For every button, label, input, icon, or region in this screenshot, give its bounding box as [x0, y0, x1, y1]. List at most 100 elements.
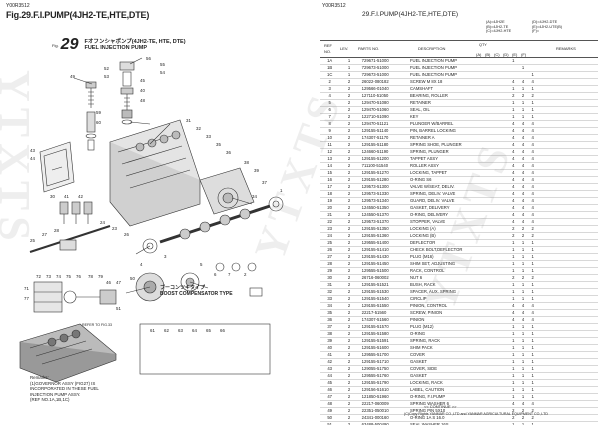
table-cell	[508, 71, 519, 79]
table-cell	[537, 351, 548, 359]
table-cell	[547, 246, 557, 254]
table-cell-remarks	[566, 134, 598, 142]
table-cell: 2	[339, 407, 359, 415]
table-cell: 2	[339, 78, 359, 86]
table-cell: 4	[508, 78, 519, 86]
table-cell: 2	[339, 267, 359, 275]
table-cell: 127110-51050	[358, 92, 407, 100]
table-cell	[537, 393, 548, 401]
table-cell	[537, 246, 548, 254]
table-cell: 24	[320, 232, 340, 240]
table-cell: 1	[518, 372, 528, 380]
table-cell: 1	[508, 344, 519, 352]
table-cell: 2	[339, 358, 359, 366]
table-cell-remarks	[566, 218, 598, 226]
table-cell: SPRING SHOE, PLUNGER	[407, 141, 509, 149]
table-cell	[537, 162, 548, 170]
table-cell: 1	[518, 358, 528, 366]
table-cell: 129573-51300	[358, 183, 407, 191]
table-cell: 124660-51190	[358, 148, 407, 156]
table-cell	[547, 281, 557, 289]
table-cell: 4	[508, 309, 519, 317]
table-cell	[537, 337, 548, 345]
table-cell-remarks	[566, 64, 598, 72]
table-cell-remarks	[566, 337, 598, 345]
table-cell: 51	[320, 421, 340, 425]
callout-label: 34	[252, 194, 257, 199]
callout-label: 63	[178, 328, 183, 333]
table-cell: 8	[320, 120, 340, 128]
table-cell: 1	[518, 351, 528, 359]
table-cell: 4	[508, 204, 519, 212]
table-cell	[556, 351, 567, 359]
callout-label: 23	[112, 226, 117, 231]
table-cell	[537, 197, 548, 205]
table-cell: 10	[320, 134, 340, 142]
table-cell	[556, 190, 567, 198]
table-cell: 1C	[320, 71, 340, 79]
table-cell: 4	[527, 197, 538, 205]
header-lev: LEV.	[340, 46, 349, 51]
table-cell: 4	[527, 148, 538, 156]
table-cell: BUSH, RACK	[407, 281, 509, 289]
table-cell: 2	[508, 414, 519, 422]
table-cell: 4	[508, 134, 519, 142]
table-cell-remarks	[566, 407, 598, 415]
table-cell: DEFLECTOR	[407, 239, 509, 247]
table-cell	[537, 127, 548, 135]
table-cell-remarks	[566, 372, 598, 380]
table-cell	[537, 239, 548, 247]
table-cell: SPRING, RACK	[407, 337, 509, 345]
table-cell: 1	[518, 85, 528, 93]
table-cell	[537, 134, 548, 142]
table-cell: 129573-51370	[358, 218, 407, 226]
table-cell: 30	[320, 274, 340, 282]
table-cell: 1	[527, 260, 538, 268]
table-cell: 33	[320, 295, 340, 303]
table-cell	[556, 204, 567, 212]
table-cell: 27	[320, 253, 340, 261]
table-cell-remarks	[566, 239, 598, 247]
table-cell	[556, 281, 567, 289]
table-cell	[518, 71, 528, 79]
callout-label: 37	[262, 180, 267, 185]
table-cell-remarks	[566, 246, 598, 254]
table-cell: 4	[527, 218, 538, 226]
table-cell: 4	[508, 155, 519, 163]
table-cell: 24341-000160	[358, 414, 407, 422]
table-cell: PINION, CONTROL	[407, 302, 509, 310]
table-cell: GASKET	[407, 358, 509, 366]
table-cell: 2	[339, 330, 359, 338]
table-cell: 1	[527, 365, 538, 373]
table-cell: 122710-51090	[358, 113, 407, 121]
table-cell: 1	[518, 393, 528, 401]
table-cell	[556, 113, 567, 121]
table-cell-remarks	[566, 204, 598, 212]
table-cell: 729673-51000	[358, 71, 407, 79]
exploded-parts-diagram: 56 55 54 52 53 49 59 60 45 40 48 43 44 3…	[19, 56, 284, 382]
table-cell: 26022-080182	[358, 78, 407, 86]
table-cell: 1	[518, 253, 528, 261]
table-cell	[547, 302, 557, 310]
table-cell	[556, 134, 567, 142]
table-cell: 1	[527, 393, 538, 401]
callout-label: 51	[116, 306, 121, 311]
table-cell: 129555-51760	[358, 372, 407, 380]
table-cell	[547, 295, 557, 303]
header-qty-e: (E)	[512, 52, 518, 57]
callout-label: 65	[206, 328, 211, 333]
callout-label: 5	[200, 262, 203, 267]
table-cell: 1A	[320, 58, 340, 65]
table-cell: 129155-51270	[358, 169, 407, 177]
table-cell: 2	[339, 274, 359, 282]
table-cell: 2	[339, 183, 359, 191]
table-cell: 2	[339, 106, 359, 114]
table-cell: 129555-51400	[358, 239, 407, 247]
table-cell: 129155-51530	[358, 288, 407, 296]
